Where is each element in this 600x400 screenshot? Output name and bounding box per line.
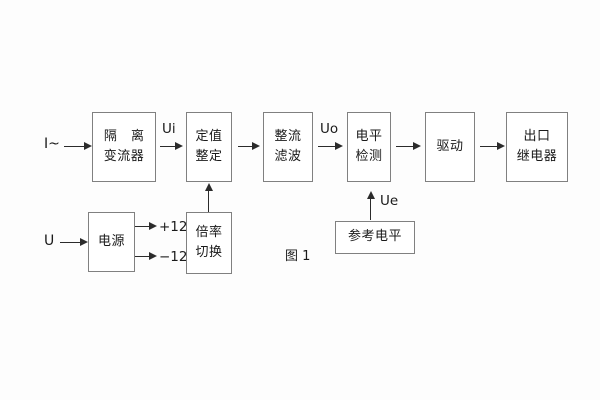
rail-neg-arrowhead: [149, 251, 157, 260]
current-input-wire: [64, 146, 88, 147]
block-level-detect-line-2: 检测: [355, 149, 383, 164]
block-isolation-transformer-line-2: 变流器: [103, 149, 145, 164]
block-rectifier-filter[interactable]: 整流 滤波: [263, 112, 313, 182]
current-input-arrowhead: [84, 141, 92, 150]
block-driver-line-1: 驱动: [436, 138, 464, 154]
block-rectifier-filter-line-2: 滤波: [274, 149, 302, 164]
signal-uo-label: Uo: [320, 121, 339, 137]
wire-reference-to-level-arrowhead: [366, 191, 375, 199]
voltage-input-wire: [60, 242, 84, 243]
block-isolation-transformer[interactable]: 隔 离 变流器: [92, 112, 156, 182]
current-input-label: I~: [44, 136, 60, 152]
signal-ue-label: Ue: [380, 193, 399, 209]
block-rectifier-filter-line-1: 整流: [274, 128, 302, 144]
signal-ui-label: Ui: [162, 121, 176, 137]
wire-rectifier-to-level-arrowhead: [335, 141, 343, 150]
block-setting-adjust[interactable]: 定值 整定: [186, 112, 232, 182]
block-power-supply[interactable]: 电源: [88, 212, 135, 272]
block-output-relay[interactable]: 出口 继电器: [506, 112, 568, 182]
block-output-relay-line-1: 出口: [523, 128, 551, 144]
block-power-supply-line-1: 电源: [97, 233, 125, 249]
wire-setting-to-rectifier: [238, 146, 256, 147]
block-setting-adjust-line-2: 整定: [195, 149, 223, 164]
block-isolation-transformer-line-1: 隔 离: [103, 128, 150, 144]
voltage-input-arrowhead: [80, 237, 88, 246]
wire-rectifier-to-level: [318, 146, 338, 147]
block-driver[interactable]: 驱动: [425, 112, 475, 182]
wire-driver-to-relay: [480, 146, 500, 147]
wire-setting-to-rectifier-arrowhead: [252, 141, 260, 150]
rail-pos-wire: [135, 226, 152, 227]
wire-multiplier-to-setting: [208, 190, 209, 212]
block-reference-level-line-1: 参考电平: [347, 229, 402, 245]
wire-driver-to-relay-arrowhead: [497, 141, 505, 150]
block-multiplier-switch[interactable]: 倍率 切换: [186, 212, 232, 274]
block-output-relay-line-2: 继电器: [516, 149, 558, 164]
wire-reference-to-level: [370, 198, 371, 220]
wire-isolation-to-setting-arrowhead: [175, 141, 183, 150]
block-multiplier-switch-line-1: 倍率: [195, 224, 223, 240]
block-setting-adjust-line-1: 定值: [195, 128, 223, 144]
figure-caption: 图 1: [285, 249, 311, 264]
block-reference-level[interactable]: 参考电平: [335, 221, 415, 254]
wire-isolation-to-setting: [160, 146, 178, 147]
rail-neg-wire: [135, 256, 152, 257]
block-level-detect-line-1: 电平: [355, 128, 383, 144]
block-multiplier-switch-line-2: 切换: [195, 245, 223, 260]
wire-level-to-driver: [396, 146, 416, 147]
block-level-detect[interactable]: 电平 检测: [347, 112, 391, 182]
wire-multiplier-to-setting-arrowhead: [204, 183, 213, 191]
voltage-input-label: U: [44, 233, 55, 249]
rail-pos-arrowhead: [149, 221, 157, 230]
wire-level-to-driver-arrowhead: [413, 141, 421, 150]
